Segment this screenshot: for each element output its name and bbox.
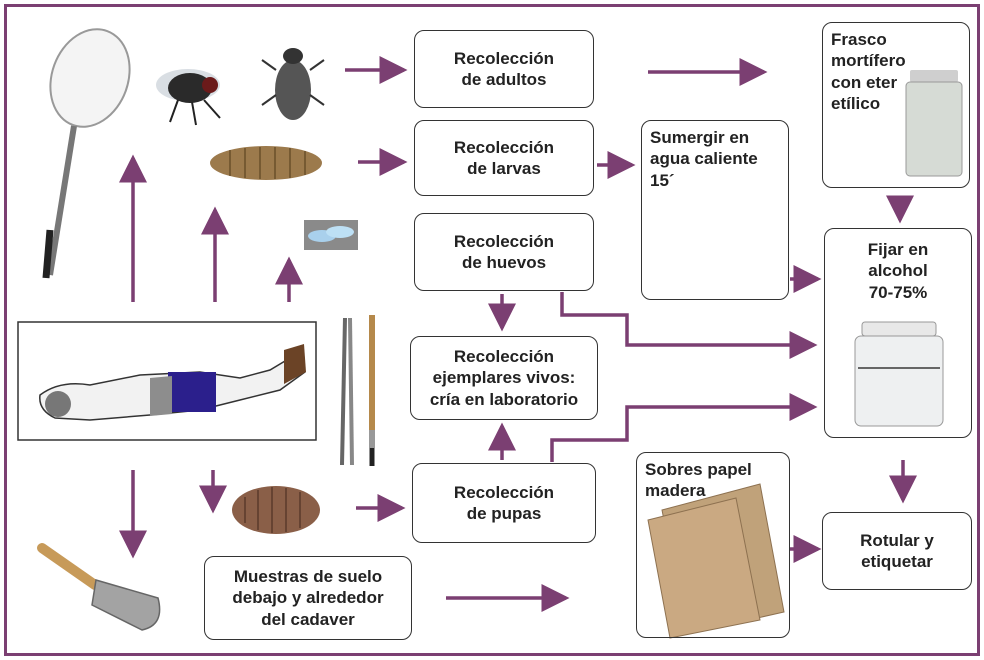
node-fijar-alcohol: Fijar en alcohol 70-75% bbox=[824, 228, 972, 438]
node-frasco-mortifero: Frasco mortífero con eter etílico bbox=[822, 22, 970, 188]
node-label: Recolección de adultos bbox=[453, 48, 555, 89]
node-sobres-papel: Sobres papel madera bbox=[636, 452, 790, 638]
node-label: Rotular y etiquetar bbox=[860, 530, 934, 571]
node-label: Sumergir en agua caliente 15´ bbox=[650, 128, 758, 190]
node-recoleccion-vivos: Recolección ejemplares vivos: cría en la… bbox=[410, 336, 598, 420]
body-icon bbox=[17, 321, 317, 441]
jar-icon bbox=[854, 70, 963, 427]
arrow-huevos-to-fijar bbox=[560, 292, 818, 359]
fly-icon bbox=[156, 69, 221, 126]
node-label: Recolección de larvas bbox=[453, 137, 555, 178]
node-recoleccion-pupas: Recolección de pupas bbox=[412, 463, 596, 543]
node-recoleccion-huevos: Recolección de huevos bbox=[414, 213, 594, 291]
node-sumergir: Sumergir en agua caliente 15´ bbox=[641, 120, 789, 300]
arrow-pupas-to-fijar bbox=[550, 393, 818, 462]
node-label: Muestras de suelo debajo y alrededor del… bbox=[232, 567, 384, 629]
node-recoleccion-adultos: Recolección de adultos bbox=[414, 30, 594, 108]
node-rotular: Rotular y etiquetar bbox=[822, 512, 972, 590]
node-label: Recolección de pupas bbox=[453, 482, 555, 523]
insect-net-icon bbox=[42, 28, 131, 279]
beetle-icon bbox=[261, 48, 325, 120]
node-label: Recolección ejemplares vivos: cría en la… bbox=[429, 347, 579, 409]
node-label: Frasco mortífero con eter etílico bbox=[831, 30, 906, 113]
pupa-icon bbox=[232, 486, 320, 534]
node-label: Fijar en alcohol 70-75% bbox=[867, 240, 929, 302]
larva-icon bbox=[210, 146, 322, 180]
node-label: Recolección de huevos bbox=[453, 231, 555, 272]
node-muestras-suelo: Muestras de suelo debajo y alrededor del… bbox=[204, 556, 412, 640]
node-recoleccion-larvas: Recolección de larvas bbox=[414, 120, 594, 196]
node-label: Sobres papel madera bbox=[645, 460, 752, 501]
eggs-icon bbox=[304, 220, 358, 250]
trowel-icon bbox=[37, 543, 161, 631]
tweezers-icon bbox=[340, 317, 354, 466]
envelope-icon bbox=[647, 483, 785, 639]
